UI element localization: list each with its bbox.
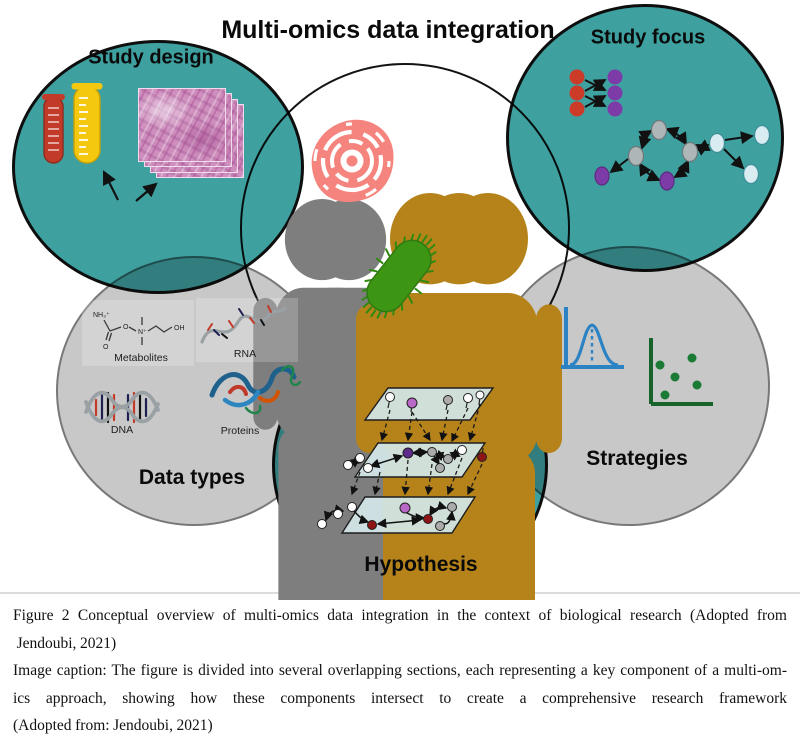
caption-line: Image caption: The figure is divided int… [13, 662, 787, 679]
layered-network-icon [317, 387, 495, 534]
cell-icon [311, 119, 394, 203]
proteins-label: Proteins [220, 425, 260, 437]
caption-line: ics approach, showing how these componen… [13, 689, 787, 707]
data-types-label: Data types [138, 466, 246, 489]
distribution-plot-icon [561, 307, 624, 369]
svg-text:N⁺: N⁺ [138, 329, 147, 336]
svg-text:O: O [123, 324, 129, 331]
metabolites-label: Metabolites [114, 352, 168, 364]
bipartite-graph-icon [569, 69, 623, 117]
dna-icon [84, 390, 160, 424]
strategies-label: Strategies [586, 447, 688, 470]
study-design-label: Study design [88, 46, 214, 69]
hypothesis-label: Hypothesis [364, 553, 478, 576]
bacteria-icon [361, 233, 437, 319]
network-cycle-icon [594, 119, 771, 191]
test-tube-red-icon [42, 94, 65, 164]
sample-arrows [103, 170, 158, 202]
histology-layer [138, 88, 226, 162]
figure-art: NH₃⁺ O O N⁺ OH [42, 69, 771, 600]
rna-icon [200, 305, 287, 344]
dna-label: DNA [110, 424, 134, 436]
metabolite-panel [82, 300, 194, 366]
caption-line: (Adopted from: Jendoubi, 2021) [13, 717, 213, 734]
svg-text:NH₃⁺: NH₃⁺ [93, 312, 110, 319]
test-tube-yellow-icon [71, 83, 103, 164]
metabolite-structure-icon: NH₃⁺ O O N⁺ OH [93, 312, 185, 351]
figure-caption: Figure 2 Conceptual overview of multi-om… [0, 597, 800, 740]
histology-stack-icon [138, 88, 244, 180]
svg-text:O: O [103, 344, 109, 351]
study-focus-label: Study focus [590, 26, 706, 49]
caption-line: Figure 2 Conceptual overview of multi-om… [13, 607, 787, 624]
protein-icon [209, 365, 302, 415]
figure-title: Multi-omics data integration [221, 16, 555, 44]
caption-line: Jendoubi, 2021) [13, 634, 117, 652]
scatter-plot-icon [649, 338, 713, 406]
rna-label: RNA [233, 348, 257, 360]
svg-text:OH: OH [174, 325, 185, 332]
